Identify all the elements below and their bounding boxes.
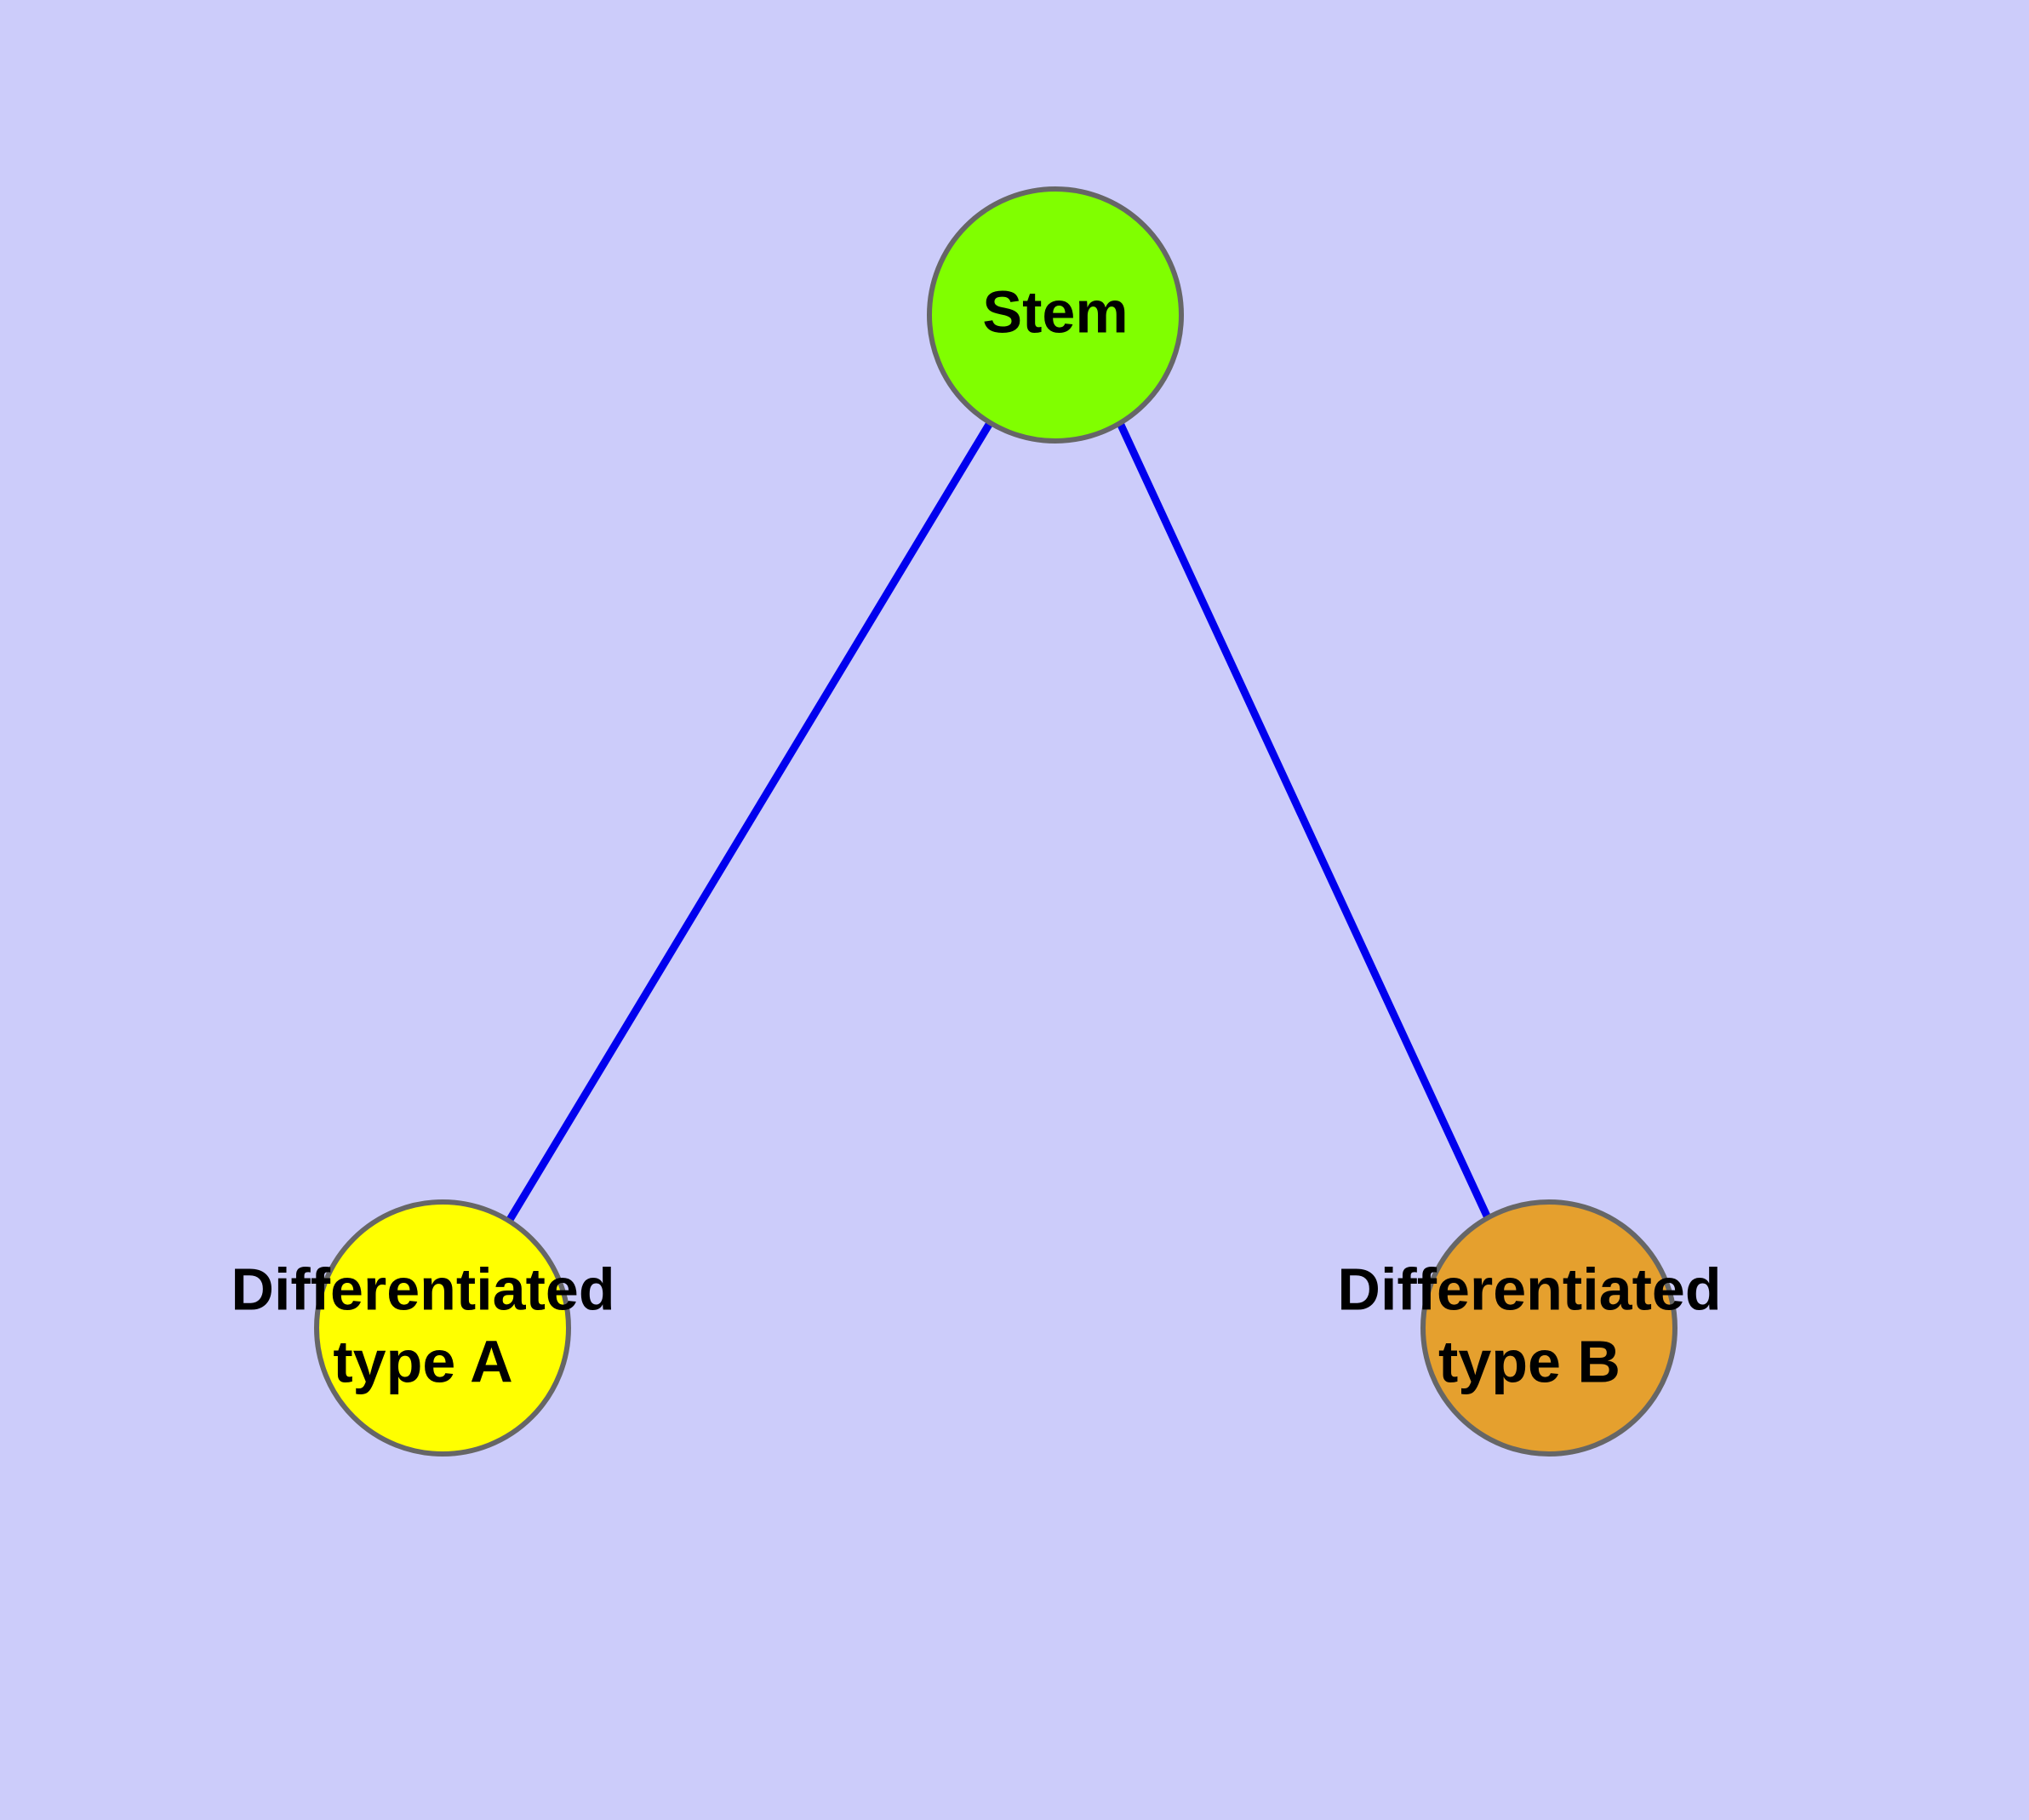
node-stem-circle[interactable]	[927, 186, 1184, 444]
node-diff-a-circle[interactable]	[314, 1199, 571, 1457]
label-layer: Stem Differentiated type A Differentiate…	[231, 278, 1721, 1394]
node-stem-label: Stem	[982, 278, 1128, 345]
node-diff-a[interactable]	[314, 1199, 571, 1457]
node-diff-a-label: Differentiated type A	[231, 1256, 614, 1394]
edge-stem-to-diff-b[interactable]	[1116, 421, 1495, 1225]
node-layer	[314, 186, 1677, 1457]
node-diff-b-label-line2: type B	[1438, 1328, 1620, 1394]
node-diff-b-circle[interactable]	[1420, 1199, 1677, 1457]
node-diff-b-label-line1: Differentiated	[1337, 1256, 1721, 1322]
edge-stem-to-diff-a[interactable]	[505, 421, 993, 1225]
node-diff-b-label: Differentiated type B	[1337, 1256, 1721, 1394]
edge-layer	[505, 421, 1495, 1225]
node-stem[interactable]	[927, 186, 1184, 444]
node-diff-a-label-line1: Differentiated	[231, 1256, 614, 1322]
node-diff-a-label-line2: type A	[333, 1328, 512, 1394]
node-diff-b[interactable]	[1420, 1199, 1677, 1457]
